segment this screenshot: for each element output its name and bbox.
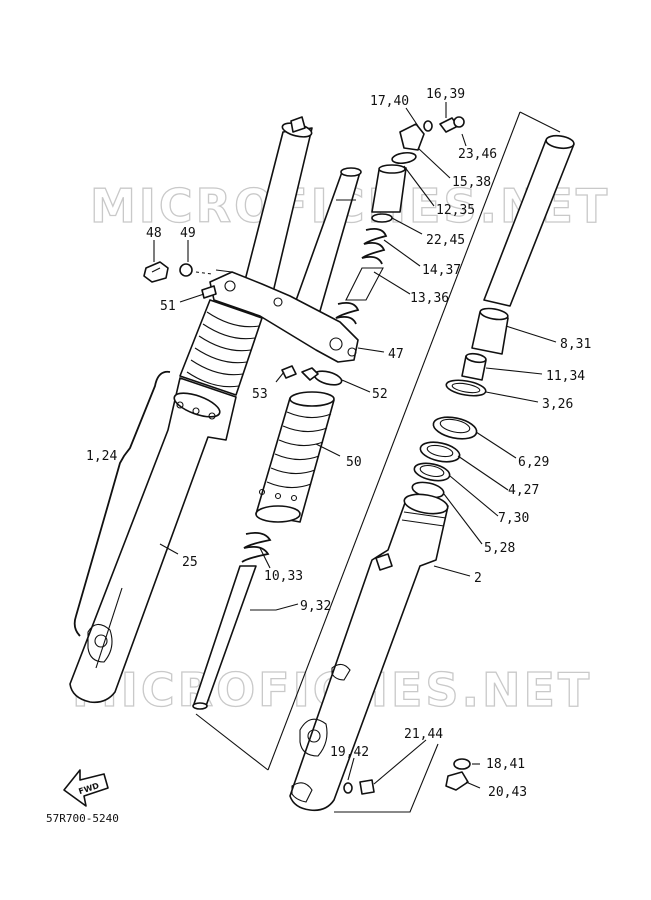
label-15-38: 15,38 [452,175,491,190]
label-14-37: 14,37 [422,263,461,278]
left-fork-assembly [69,116,313,704]
label-48: 48 [146,226,162,241]
right-fork-assembly [289,134,575,812]
label-49: 49 [180,226,196,241]
label-19-42: 19,42 [330,745,369,760]
label-22-45: 22,45 [426,233,465,248]
fwd-arrow-icon: FWD [63,769,109,807]
washer-52 [313,370,343,386]
left-outer-tube [69,377,237,704]
center-spring-stack [335,116,465,325]
label-9-32: 9,32 [300,599,331,614]
label-1-24: 1,24 [86,449,117,464]
label-5-28: 5,28 [484,541,515,556]
label-18-41: 18,41 [486,757,525,772]
label-11-34: 11,34 [546,369,585,384]
label-50: 50 [346,455,362,470]
washer-49 [179,263,193,277]
label-52: 52 [372,387,388,402]
leader-lines [153,102,557,789]
label-17-40: 17,40 [370,94,409,109]
label-21-44: 21,44 [404,727,443,742]
center-fork-assembly [192,365,343,710]
bolt-53 [281,365,297,379]
label-51: 51 [160,299,176,314]
bolt-48 [143,261,169,283]
bracket-1-24 [73,370,171,637]
left-dust-boot [179,299,263,396]
label-20-43: 20,43 [488,785,527,800]
label-3-26: 3,26 [542,397,573,412]
part-labels: 17,40 16,39 23,46 15,38 12,35 22,45 14,3… [86,87,591,800]
label-47: 47 [388,347,404,362]
label-6-29: 6,29 [518,455,549,470]
label-7-30: 7,30 [498,511,529,526]
label-23-46: 23,46 [458,147,497,162]
label-53: 53 [252,387,268,402]
label-8-31: 8,31 [560,337,591,352]
bolt-51 [201,285,217,299]
assembly-lines [195,111,561,813]
left-inner-tube [240,116,313,306]
diagram-code: 57R700-5240 [46,812,119,825]
label-25: 25 [182,555,198,570]
triple-clamp-assembly [143,167,362,363]
label-2: 2 [474,571,482,586]
label-12-35: 12,35 [436,203,475,218]
label-10-33: 10,33 [264,569,303,584]
label-16-39: 16,39 [426,87,465,102]
label-4-27: 4,27 [508,483,539,498]
label-13-36: 13,36 [410,291,449,306]
